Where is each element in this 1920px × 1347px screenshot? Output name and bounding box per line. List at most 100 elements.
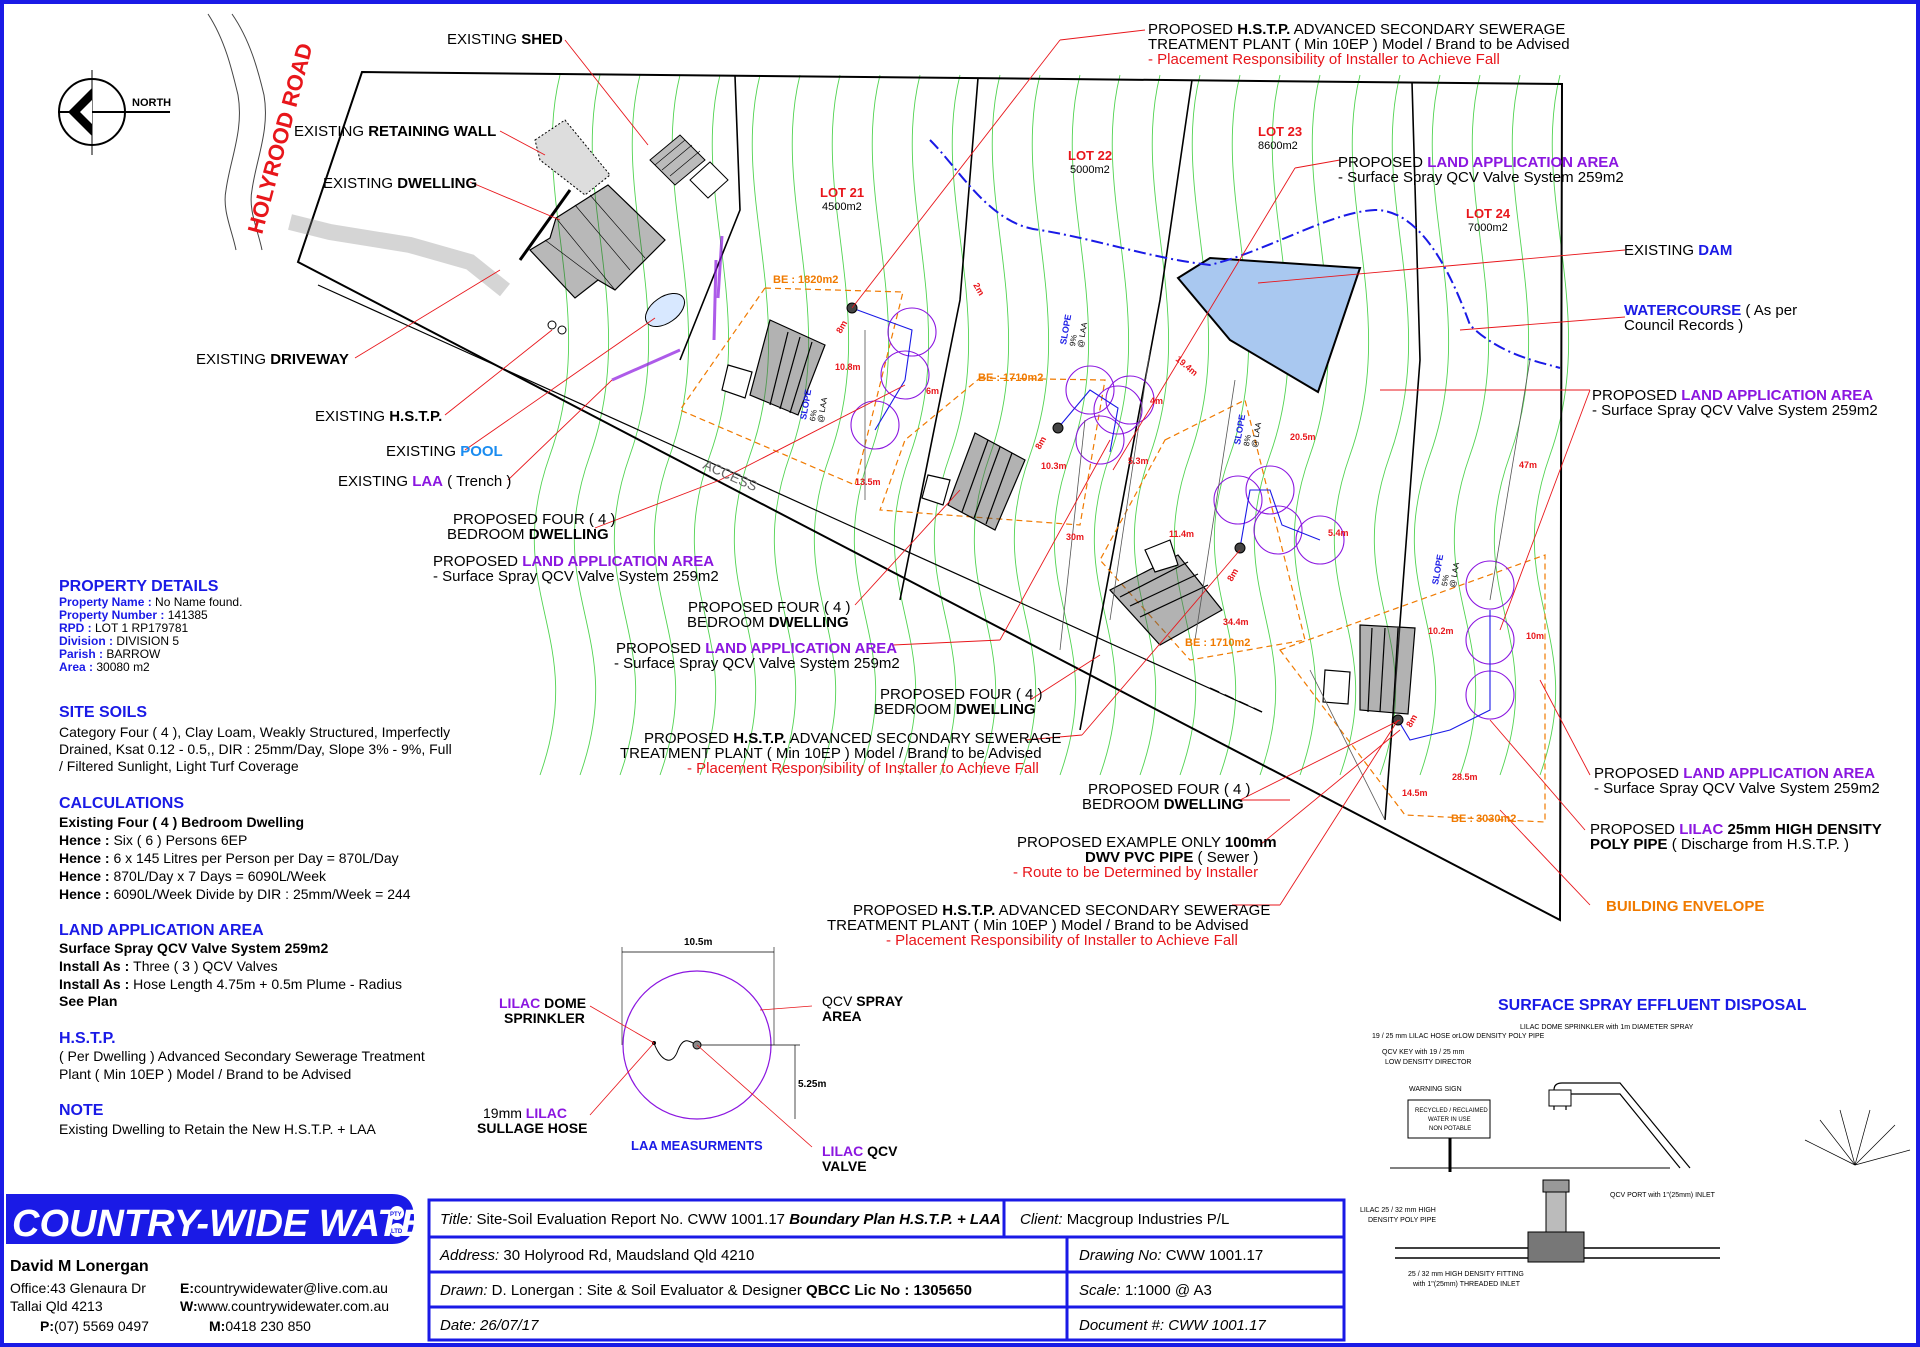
sign-line1: RECYCLED / RECLAIMED — [1415, 1108, 1488, 1114]
dim-label: 5.4m — [1328, 528, 1349, 538]
laa-spray-circle — [880, 350, 930, 400]
slope-to: @ LAA — [1448, 561, 1461, 588]
slope-pct: 9% — [1068, 334, 1079, 347]
company-web: W:www.countrywidewater.com.au — [180, 1298, 389, 1314]
slope-marker: SLOPE 5% @ LAA — [1430, 554, 1461, 589]
contour-line — [1093, 74, 1130, 776]
contour-line — [1013, 74, 1050, 776]
callout-dwelling21-line2: BEDROOM DWELLING — [447, 526, 609, 543]
contour-line — [533, 74, 570, 776]
retaining-wall-line — [518, 189, 572, 261]
spray-l-fit2: with 1"(25mm) THREADED INLET — [1412, 1281, 1521, 1288]
lot-23-be: BE : 1710m2 — [1185, 637, 1250, 649]
contour-line — [1293, 74, 1330, 776]
existing-dam — [1176, 256, 1362, 394]
laa-title: LAND APPLICATION AREA — [59, 922, 264, 939]
calcs-row: Hence : 870L/Day x 7 Days = 6090L/Week — [59, 868, 327, 884]
tb-scale: Scale: 1:1000 @ A3 — [1079, 1282, 1212, 1299]
dim-label: 10.8m — [835, 362, 861, 372]
property-row: Area : 30080 m2 — [59, 660, 150, 674]
hstp-line: Plant ( Min 10EP ) Model / Brand to be A… — [59, 1066, 351, 1082]
company-name: COUNTRY-WIDE WATER — [12, 1203, 454, 1245]
existing-outbuilding — [689, 161, 729, 199]
slope-marker: SLOPE 8% @ LAA — [1232, 414, 1263, 449]
callout-dwelling23: PROPOSED FOUR ( 4 ) — [880, 686, 1043, 703]
callout-hstp-low-line3: - Placement Responsibility of Installer … — [886, 932, 1238, 949]
laa-meas-valve: LILAC QCV — [822, 1143, 898, 1159]
laa-spray-circle — [1245, 465, 1295, 515]
tb-title: Title: Site-Soil Evaluation Report No. C… — [440, 1211, 1001, 1228]
laa-spray-circle — [887, 307, 937, 357]
dim-label: 10m — [1526, 631, 1544, 641]
callout-existing-shed: EXISTING SHED — [447, 31, 563, 48]
callout-hstp-mid-line2: TREATMENT PLANT ( Min 10EP ) Model / Bra… — [620, 745, 1042, 762]
laa-spray-circle — [850, 400, 900, 450]
spray-l-sprinkler: LILAC DOME SPRINKLER with 1m DIAMETER SP… — [1520, 1024, 1694, 1031]
company-ltd: LTD — [391, 1229, 403, 1235]
laa-spray-circle — [1465, 560, 1515, 610]
slope-pct: 6% — [808, 409, 819, 422]
callout-hstp-mid: PROPOSED H.S.T.P. ADVANCED SECONDARY SEW… — [644, 730, 1061, 747]
property-row: Property Number : 141385 — [59, 608, 208, 622]
contour-line — [613, 74, 650, 776]
laa-see-plan: See Plan — [59, 993, 117, 1009]
contour-line — [1253, 74, 1290, 776]
laa-spray-circle — [1093, 385, 1143, 435]
laa-meas-width: 10.5m — [684, 937, 712, 948]
soils-line: / Filtered Sunlight, Light Turf Coverage — [59, 758, 299, 774]
contour-line — [973, 74, 1010, 776]
driveway — [288, 214, 510, 297]
tb-drawn: Drawn: D. Lonergan : Site & Soil Evaluat… — [440, 1282, 972, 1299]
contour-line — [1413, 74, 1450, 776]
callout-laa-lot24b-line2: - Surface Spray QCV Valve System 259m2 — [1594, 780, 1880, 797]
lot-24-be: BE : 3030m2 — [1451, 813, 1516, 825]
laa-meas-spray: QCV SPRAY — [822, 993, 904, 1009]
callout-pipe-line2: DWV PVC PIPE ( Sewer ) — [1085, 849, 1258, 866]
callout-existing-dwelling: EXISTING DWELLING — [323, 175, 477, 192]
dim-label: 10.3m — [1041, 461, 1067, 471]
lilac-pipes — [851, 307, 1491, 741]
existing-laa-trench — [611, 235, 724, 382]
existing-dwelling — [529, 184, 666, 299]
laa-row: Install As : Hose Length 4.75m + 0.5m Pl… — [59, 976, 402, 992]
calcs-title: CALCULATIONS — [59, 795, 184, 812]
laa-meas-dome-line2: SPRINKLER — [504, 1010, 585, 1026]
slope-to: @ LAA — [816, 396, 829, 423]
callout-laa-lot21: PROPOSED LAND APPLICATION AREA — [433, 553, 714, 570]
callout-lilac-pipe: PROPOSED LILAC 25mm HIGH DENSITY — [1590, 821, 1882, 838]
spray-l-fit1: 25 / 32 mm HIGH DENSITY FITTING — [1408, 1271, 1524, 1278]
hstp-line: ( Per Dwelling ) Advanced Secondary Sewe… — [59, 1048, 425, 1064]
title-block: Title: Site-Soil Evaluation Report No. C… — [427, 1198, 1346, 1342]
sign-line3: NON POTABLE — [1429, 1126, 1471, 1132]
company-email: E:countrywidewater@live.com.au — [180, 1280, 388, 1296]
laa-meas-spray-line2: AREA — [822, 1008, 862, 1024]
laa-meas-valve-line2: VALVE — [822, 1158, 867, 1174]
contour-line — [1133, 74, 1170, 776]
tb-document: Document #: CWW 1001.17 — [1079, 1317, 1266, 1334]
contour-line — [653, 74, 690, 776]
soils-title: SITE SOILS — [59, 704, 147, 721]
callout-laa-lot23: PROPOSED LAND APPLICATION AREA — [1338, 154, 1619, 171]
calcs-row: Hence : Six ( 6 ) Persons 6EP — [59, 832, 247, 848]
dim-label: 8m — [1225, 567, 1240, 583]
callout-hstp-low: PROPOSED H.S.T.P. ADVANCED SECONDARY SEW… — [853, 902, 1270, 919]
callout-hstp-top-line3: - Placement Responsibility of Installer … — [1148, 51, 1500, 68]
property-row: RPD : LOT 1 RP179781 — [59, 621, 189, 635]
callout-laa-lot24-line2: - Surface Spray QCV Valve System 259m2 — [1592, 402, 1878, 419]
company-pty: PTY — [390, 1212, 402, 1218]
sign-line2: WATER IN USE — [1428, 1117, 1471, 1123]
callout-laa-lot24: PROPOSED LAND APPLICATION AREA — [1592, 387, 1873, 404]
callout-existing-hstp: EXISTING H.S.T.P. — [315, 408, 442, 425]
laa-spray-circles — [850, 307, 1515, 720]
spray-l-port: QCV PORT with 1"(25mm) INLET — [1610, 1192, 1716, 1199]
spray-l-warn: WARNING SIGN — [1409, 1086, 1462, 1093]
spray-l-key2: LOW DENSITY DIRECTOR — [1385, 1059, 1471, 1066]
calcs-row: Hence : 6 x 145 Litres per Person per Da… — [59, 850, 399, 866]
laa-spray-circle — [1075, 415, 1125, 465]
calcs-head: Existing Four ( 4 ) Bedroom Dwelling — [59, 814, 304, 830]
callout-dwelling24: PROPOSED FOUR ( 4 ) — [1088, 781, 1251, 798]
callout-laa-lot21-line2: - Surface Spray QCV Valve System 259m2 — [433, 568, 719, 585]
company-office: Office:43 Glenaura Dr — [10, 1280, 146, 1296]
